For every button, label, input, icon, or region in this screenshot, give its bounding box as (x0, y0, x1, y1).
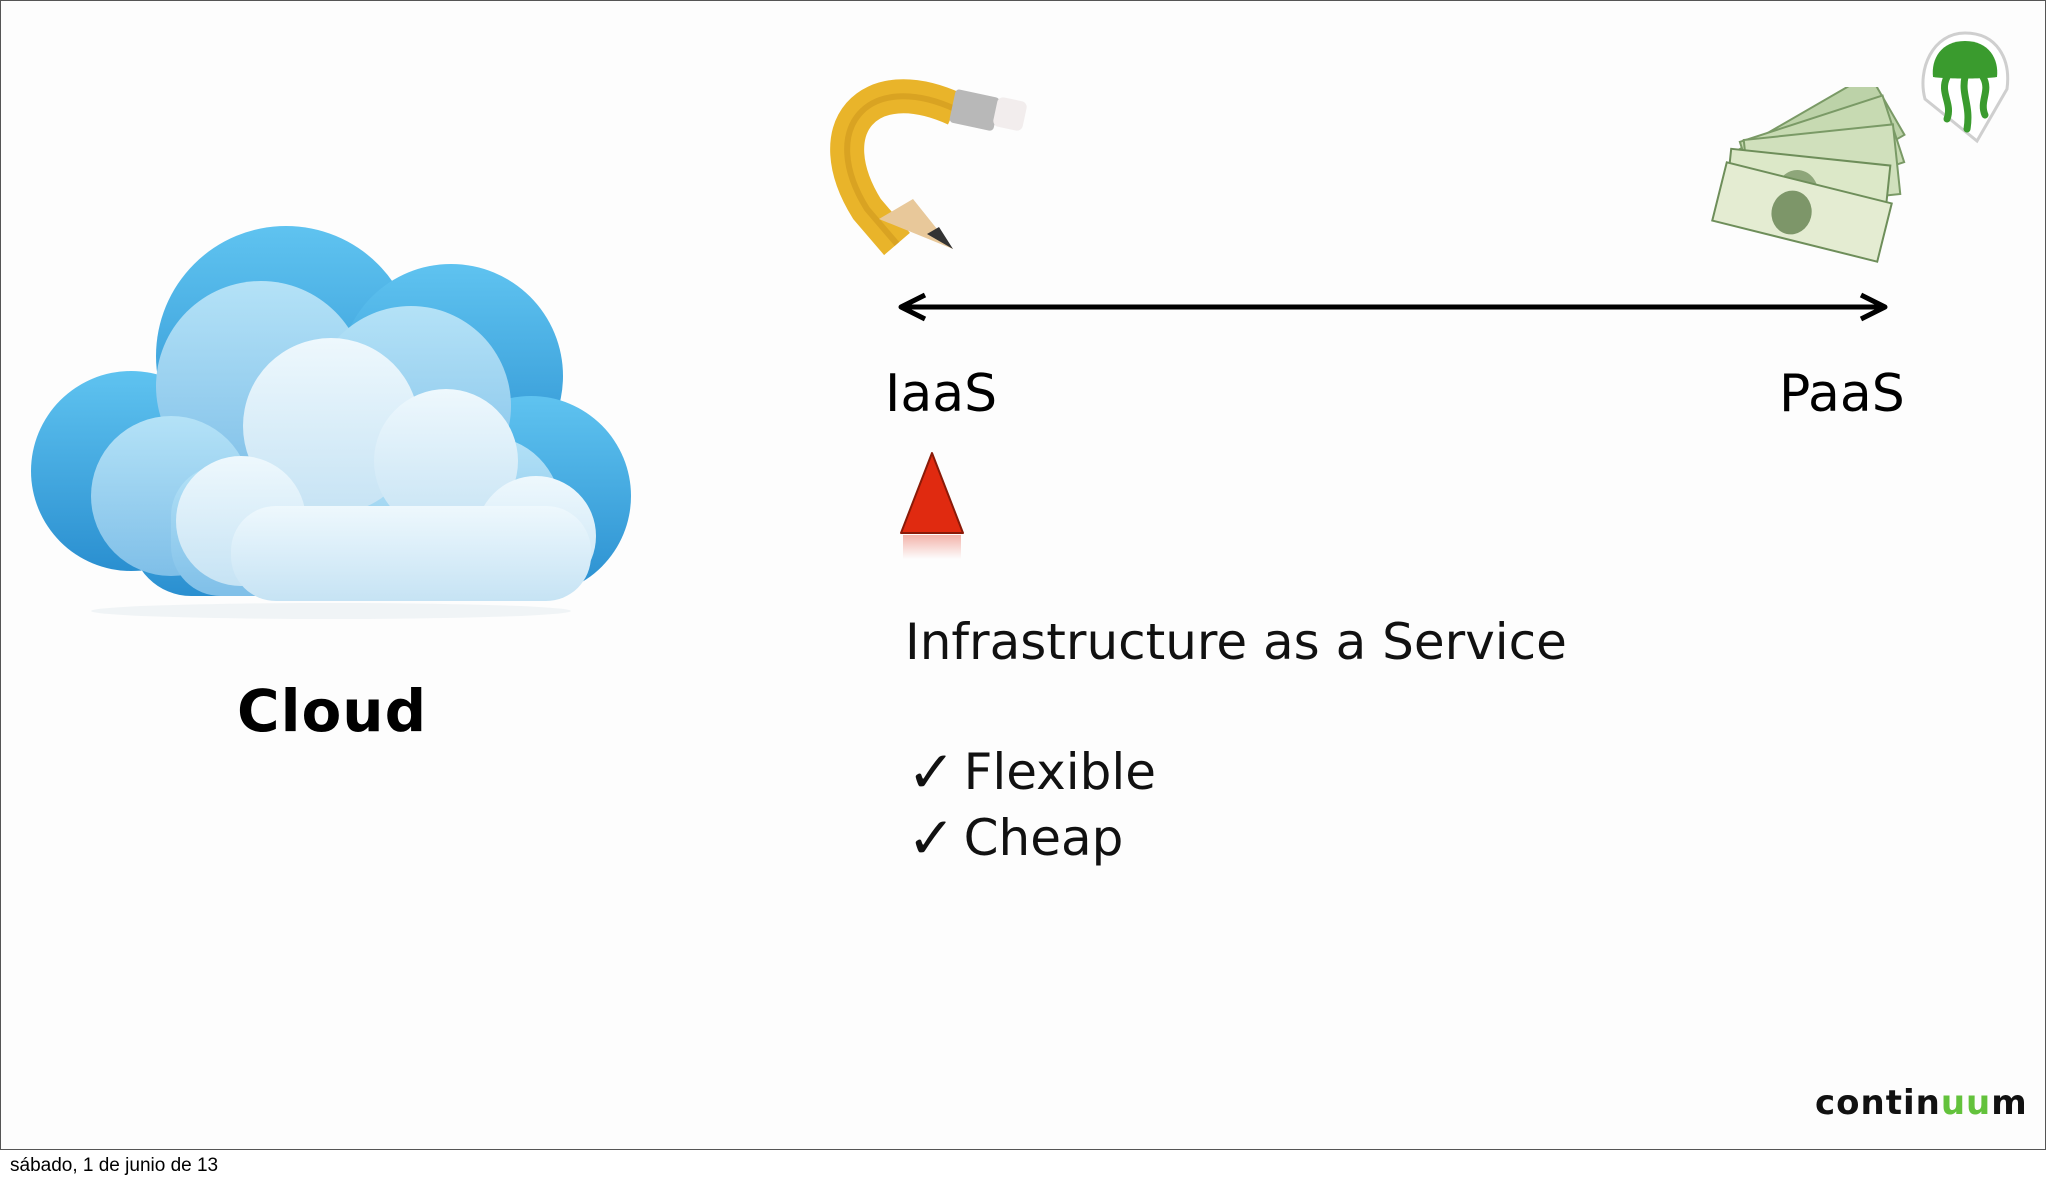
slide: Cloud IaaS PaaS (0, 0, 2046, 1150)
brand-logo: continuum (1815, 1083, 2028, 1123)
brand-text-highlight: uu (1940, 1083, 1992, 1123)
red-triangle-pointer-icon (900, 452, 964, 559)
footer-date: sábado, 1 de junio de 13 (10, 1155, 219, 1176)
bullet-text: Flexible (963, 743, 1157, 801)
bullet-item: ✓ Flexible (907, 743, 1156, 801)
bullet-item: ✓ Cheap (907, 809, 1123, 867)
cloud-icon (31, 226, 631, 619)
check-icon: ✓ (907, 738, 956, 806)
cloud-label: Cloud (237, 677, 428, 745)
jellyfish-logo-icon (1921, 31, 2010, 144)
brand-text-prefix: contin (1815, 1083, 1941, 1123)
scale-label-iaas: IaaS (885, 364, 998, 424)
slide-title: Infrastructure as a Service (905, 613, 1567, 671)
money-stack-icon (1711, 87, 1906, 263)
check-icon: ✓ (907, 804, 956, 872)
bullet-text: Cheap (963, 809, 1124, 867)
brand-text-suffix: m (1991, 1083, 2028, 1123)
bent-pencil-icon (830, 79, 1027, 256)
scale-arrow (898, 292, 1888, 322)
scale-label-paas: PaaS (1779, 364, 1905, 424)
